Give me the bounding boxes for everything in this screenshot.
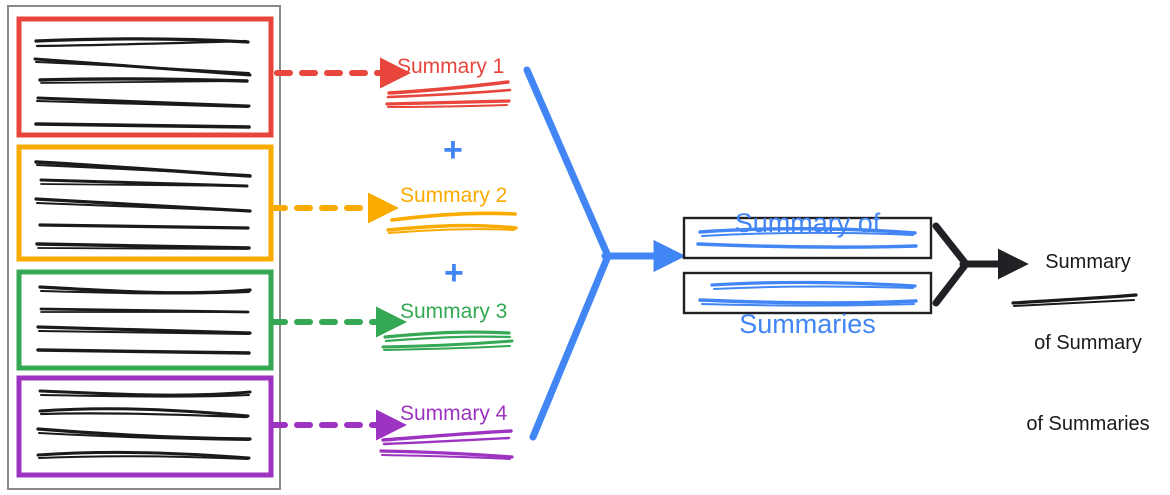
sos-box-top[interactable] [682, 216, 933, 260]
summary-2-label[interactable]: Summary 2 [400, 184, 508, 207]
sos-box-bottom-lines [698, 280, 918, 307]
summary-3-lines [381, 330, 514, 351]
sos-box-top-lines [696, 227, 918, 249]
final-title-line-1: Summary [1045, 251, 1131, 273]
final-title-line-2: of Summary [1034, 332, 1142, 354]
summary-of-summaries-title: Summary of Summaries [679, 139, 936, 409]
plus-operator-2: + [444, 254, 464, 292]
sos-title-line-1: Summary of [734, 207, 881, 238]
source-group-purple-lines [36, 389, 252, 460]
final-title-line-3: of Summaries [1026, 413, 1150, 435]
black-merge-arrow [932, 222, 1029, 307]
source-group-orange[interactable] [16, 144, 274, 262]
source-group-red[interactable] [16, 16, 274, 138]
summary-4-lines [379, 429, 514, 460]
source-group-purple[interactable] [16, 375, 274, 478]
sos-title-line-2: Summaries [739, 308, 876, 339]
source-group-red-lines [33, 37, 252, 129]
summary-2-lines [386, 211, 518, 234]
blue-merge-arrow [523, 66, 686, 441]
summary-3-label[interactable]: Summary 3 [400, 300, 508, 323]
summary-1-lines [385, 80, 512, 108]
sos-box-bottom[interactable] [682, 271, 933, 315]
source-group-green-lines [36, 285, 252, 355]
final-summary-lines [1011, 293, 1138, 307]
source-group-orange-lines [34, 160, 252, 250]
summary-4-label[interactable]: Summary 4 [400, 402, 508, 425]
plus-operator-1: + [443, 131, 463, 169]
final-summary-title: Summary of Summary of Summaries [1008, 195, 1168, 492]
summary-1-label[interactable]: Summary 1 [397, 55, 505, 78]
